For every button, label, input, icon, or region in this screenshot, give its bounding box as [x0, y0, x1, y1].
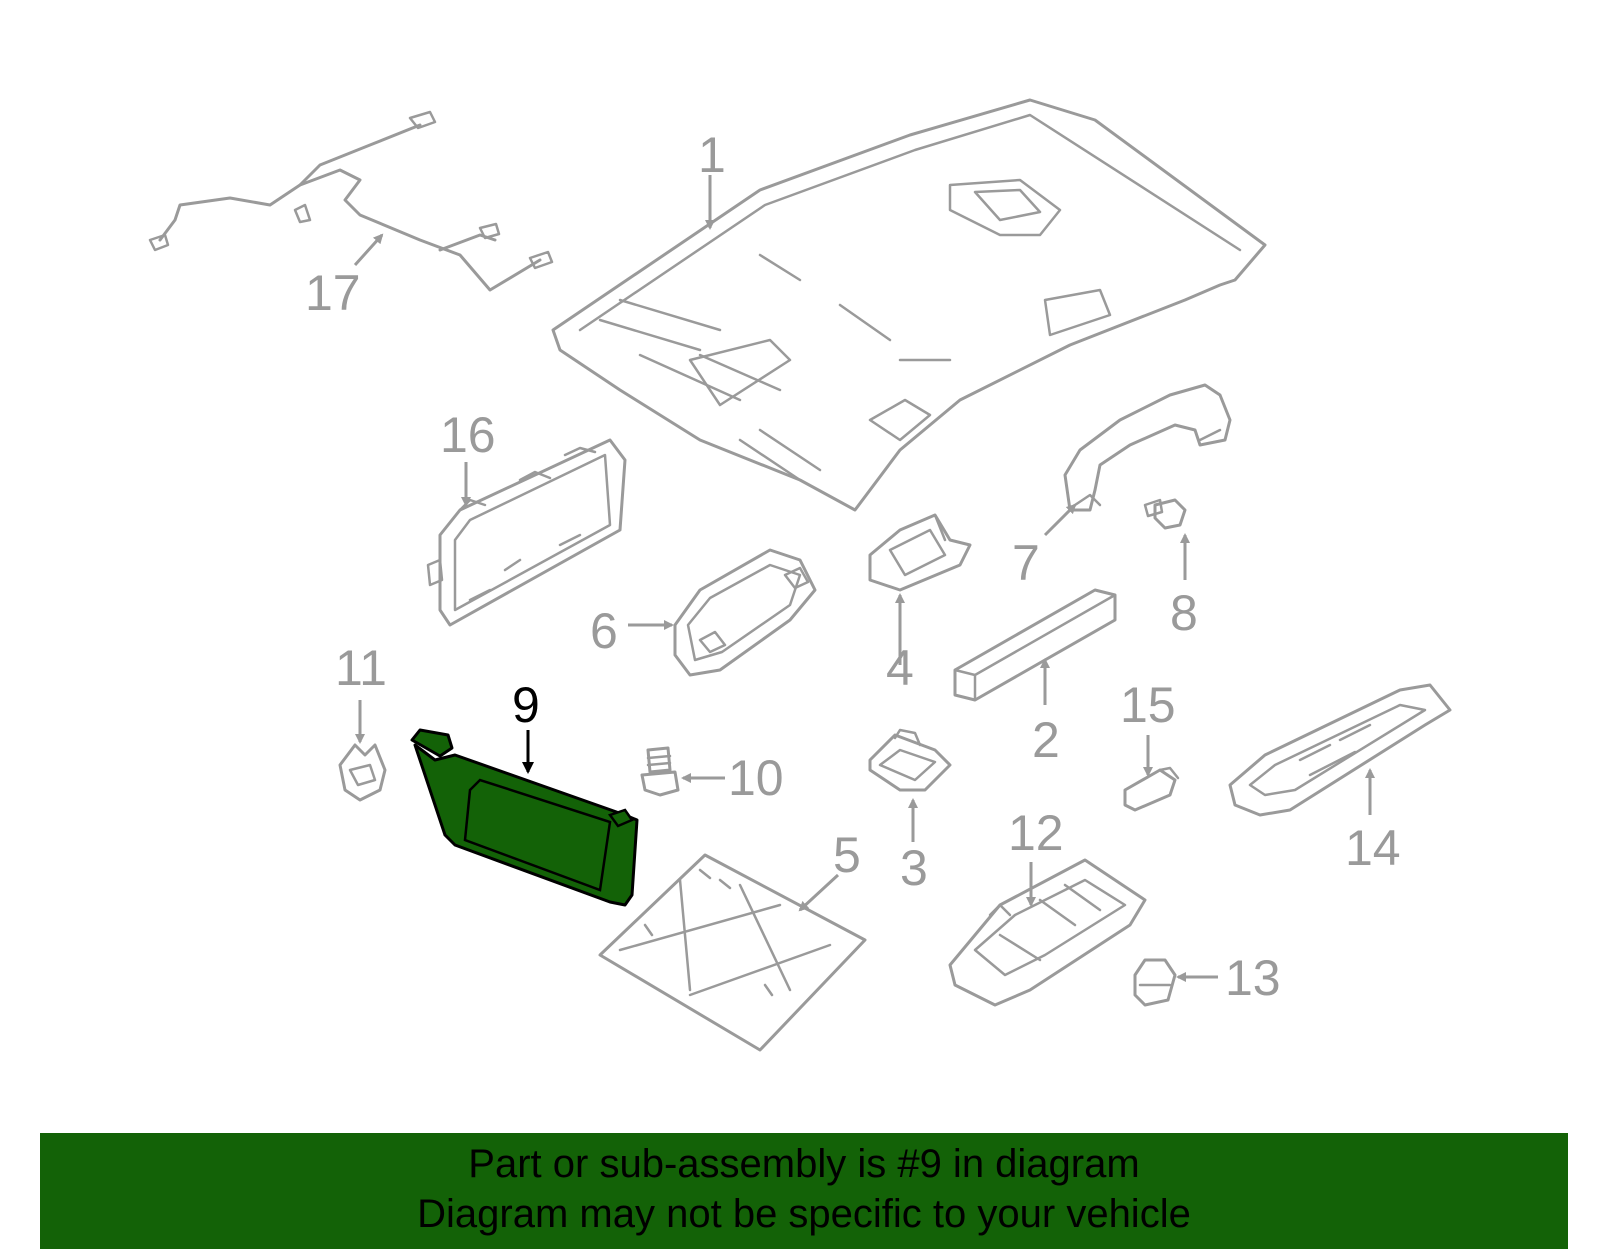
callout-1: 1: [698, 127, 726, 183]
callout-16: 16: [440, 407, 496, 463]
callout-4: 4: [886, 640, 914, 696]
bulb-holder-part-13: [1133, 958, 1177, 1007]
callout-5: 5: [833, 827, 861, 883]
bolt-part-10: [640, 746, 680, 797]
callout-labels: 1 2 3 4 5 6 7 8 9 10 11 12 13 14 15 16 1…: [305, 127, 1401, 1006]
callout-3: 3: [900, 840, 928, 896]
callout-9: 9: [512, 677, 540, 733]
bulb-part-15: [1123, 766, 1180, 812]
callout-7: 7: [1012, 535, 1040, 591]
banner-line-2: Diagram may not be specific to your vehi…: [417, 1192, 1191, 1236]
bracket-part-4: [868, 513, 972, 592]
console-frame-part-16: [426, 438, 627, 627]
callout-2: 2: [1032, 712, 1060, 768]
overhead-console-part-12: [948, 858, 1147, 1007]
info-banner: Part or sub-assembly is #9 in diagram Di…: [40, 1133, 1568, 1249]
strip-part-2: [953, 588, 1117, 702]
callout-17: 17: [305, 265, 361, 321]
callout-10: 10: [728, 750, 784, 806]
callout-15: 15: [1120, 677, 1176, 733]
headliner-part-1: [551, 98, 1267, 512]
panel-part-5: [598, 853, 867, 1052]
callout-8: 8: [1170, 585, 1198, 641]
clip-part-8: [1143, 498, 1187, 530]
callout-12: 12: [1008, 805, 1064, 861]
clip-part-11: [338, 743, 387, 802]
callout-6: 6: [590, 603, 618, 659]
callout-13: 13: [1225, 950, 1281, 1006]
wiring-harness-part-17: [148, 110, 554, 292]
callout-11: 11: [335, 640, 387, 696]
leader-arrows: [353, 175, 1375, 982]
grab-handle-part-7: [1063, 383, 1232, 512]
bezel-part-3: [868, 728, 952, 792]
sun-visor-part-9: [410, 728, 639, 907]
banner-line-1: Part or sub-assembly is #9 in diagram: [468, 1142, 1140, 1186]
callout-14: 14: [1345, 820, 1401, 876]
cover-part-6: [673, 548, 817, 677]
map-lamp-part-14: [1228, 683, 1452, 817]
